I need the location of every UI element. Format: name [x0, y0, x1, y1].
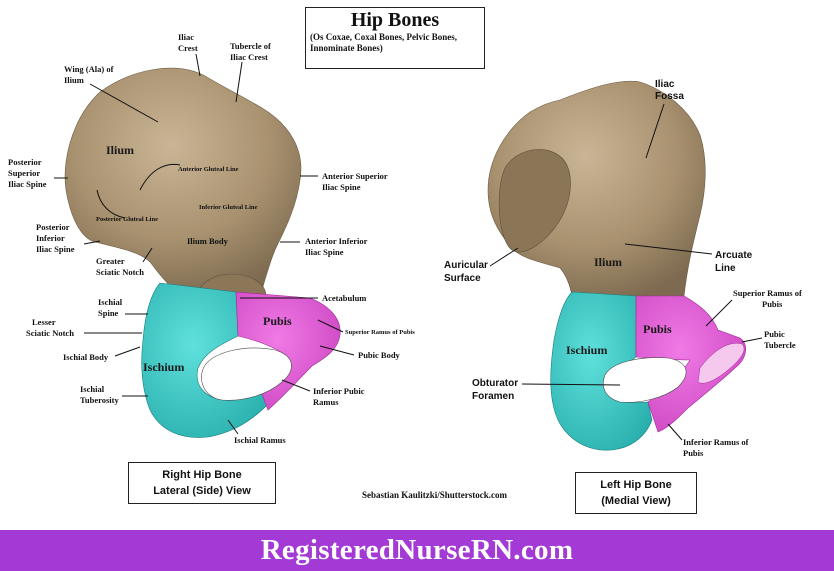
left-ilium-label: Ilium: [594, 255, 622, 269]
right-caption-line2: Lateral (Side) View: [153, 485, 251, 497]
label-anterior-gluteal: Anterior Gluteal Line: [178, 166, 239, 173]
label-inferior-pubic-ramus: Inferior Pubic Ramus: [313, 386, 367, 407]
right-ischium-shape: [141, 282, 271, 438]
label-ischial-ramus: Ischial Ramus: [234, 435, 286, 445]
label-iliac-crest: Iliac Crest: [178, 32, 198, 53]
left-ischium-label: Ischium: [566, 343, 607, 357]
label-aiis: Anterior Inferior Iliac Spine: [305, 236, 369, 257]
leader-piis: [83, 240, 101, 245]
banner-text: RegisteredNurseRN.com: [260, 534, 574, 566]
leader-arcuate: [624, 243, 713, 255]
left-pubis-label: Pubis: [643, 322, 672, 336]
label-pubic-body: Pubic Body: [358, 350, 401, 360]
label-posterior-gluteal: Posterior Gluteal Line: [96, 216, 158, 223]
right-ischium-label: Ischium: [143, 360, 184, 374]
left-caption-line1: Left Hip Bone: [600, 479, 672, 491]
right-pubis-label: Pubis: [263, 314, 292, 328]
title: Hip Bones: [350, 9, 440, 31]
right-view-caption: Right Hip Bone Lateral (Side) View: [128, 462, 276, 504]
label-iliac-fossa: Iliac Fossa: [655, 79, 684, 102]
label-inferior-ramus-left: Inferior Ramus of Pubis: [683, 437, 751, 458]
label-ischial-body: Ischial Body: [63, 352, 109, 362]
posterior-gluteal-line-mark: [96, 189, 126, 219]
left-view-caption: Left Hip Bone (Medial View): [575, 472, 697, 514]
site-banner: RegisteredNurseRN.com: [0, 530, 834, 571]
label-asis: Anterior Superior Iliac Spine: [322, 171, 390, 192]
label-lesser-sciatic: Lesser Sciatic Notch: [26, 317, 74, 338]
leader-obturator: [521, 383, 621, 386]
left-ilium-shape: [487, 80, 706, 297]
label-pubic-tubercle: Pubic Tubercle: [764, 329, 796, 350]
image-credit: Sebastian Kaulitzki/Shutterstock.com: [362, 490, 508, 500]
leader-ischial-body: [114, 346, 141, 357]
leader-ischial-ramus: [227, 419, 239, 435]
label-tubercle-iliac-crest: Tubercle of Iliac Crest: [230, 41, 273, 62]
label-ischial-tuberosity: Ischial Tuberosity: [80, 384, 119, 405]
leader-inferior-pubic-ramus: [281, 379, 311, 392]
left-obturator-foramen: [602, 357, 687, 403]
label-ilium-body: Ilium Body: [187, 236, 229, 246]
leader-iliac-crest: [195, 53, 201, 77]
label-greater-sciatic: Greater Sciatic Notch: [96, 256, 144, 277]
leader-pubic-body: [319, 345, 355, 356]
label-wing: Wing (Ala) of Ilium: [64, 64, 116, 85]
label-auricular-surface: Auricular Surface: [444, 260, 491, 284]
right-ilium-label: Ilium: [106, 143, 134, 157]
label-ischial-spine: Ischial Spine: [98, 297, 124, 318]
left-hip-bone: [487, 80, 747, 451]
label-superior-ramus-pubis: Superior Ramus of Pubis: [345, 329, 415, 336]
left-pubis-shape: [635, 295, 747, 433]
label-psis: Posterior Superior Iliac Spine: [8, 157, 47, 189]
right-obturator-foramen: [201, 347, 292, 401]
leader-iliac-fossa: [645, 103, 665, 159]
right-ilium-shape: [64, 67, 302, 291]
leader-tubercle: [235, 61, 243, 103]
left-caption-line2: (Medial View): [601, 495, 671, 507]
label-arcuate-line: Arcuate Line: [715, 250, 755, 274]
leader-auricular: [489, 247, 519, 267]
label-acetabulum: Acetabulum: [322, 293, 366, 303]
right-hip-bone: [64, 67, 341, 438]
title-box: Hip Bones (Os Coxae, Coxal Bones, Pelvic…: [305, 7, 485, 69]
leader-inferior-ramus-left: [667, 423, 683, 441]
anterior-gluteal-line-mark: [139, 163, 181, 191]
label-piis: Posterior Inferior Iliac Spine: [36, 222, 75, 254]
right-pubis-shape: [235, 291, 341, 411]
leader-superior-ramus-left: [705, 299, 733, 327]
pubic-symphysis-shape: [697, 342, 745, 384]
leader-wing: [89, 83, 159, 123]
leader-superior-ramus: [317, 319, 344, 333]
right-caption-line1: Right Hip Bone: [162, 469, 242, 481]
label-inferior-gluteal: Inferior Gluteal Line: [199, 204, 257, 211]
hip-bones-diagram: Ilium Pubis Ischium Iliac Crest Tubercle…: [8, 32, 804, 458]
leader-pubic-tubercle: [741, 337, 763, 343]
auricular-surface-shape: [498, 149, 571, 253]
leader-greater-sciatic: [142, 247, 153, 263]
subtitle: (Os Coxae, Coxal Bones, Pelvic Bones, In…: [310, 32, 457, 53]
label-obturator-foramen: Obturator Foramen: [472, 378, 521, 402]
label-superior-ramus-left: Superior Ramus of Pubis: [733, 288, 804, 309]
